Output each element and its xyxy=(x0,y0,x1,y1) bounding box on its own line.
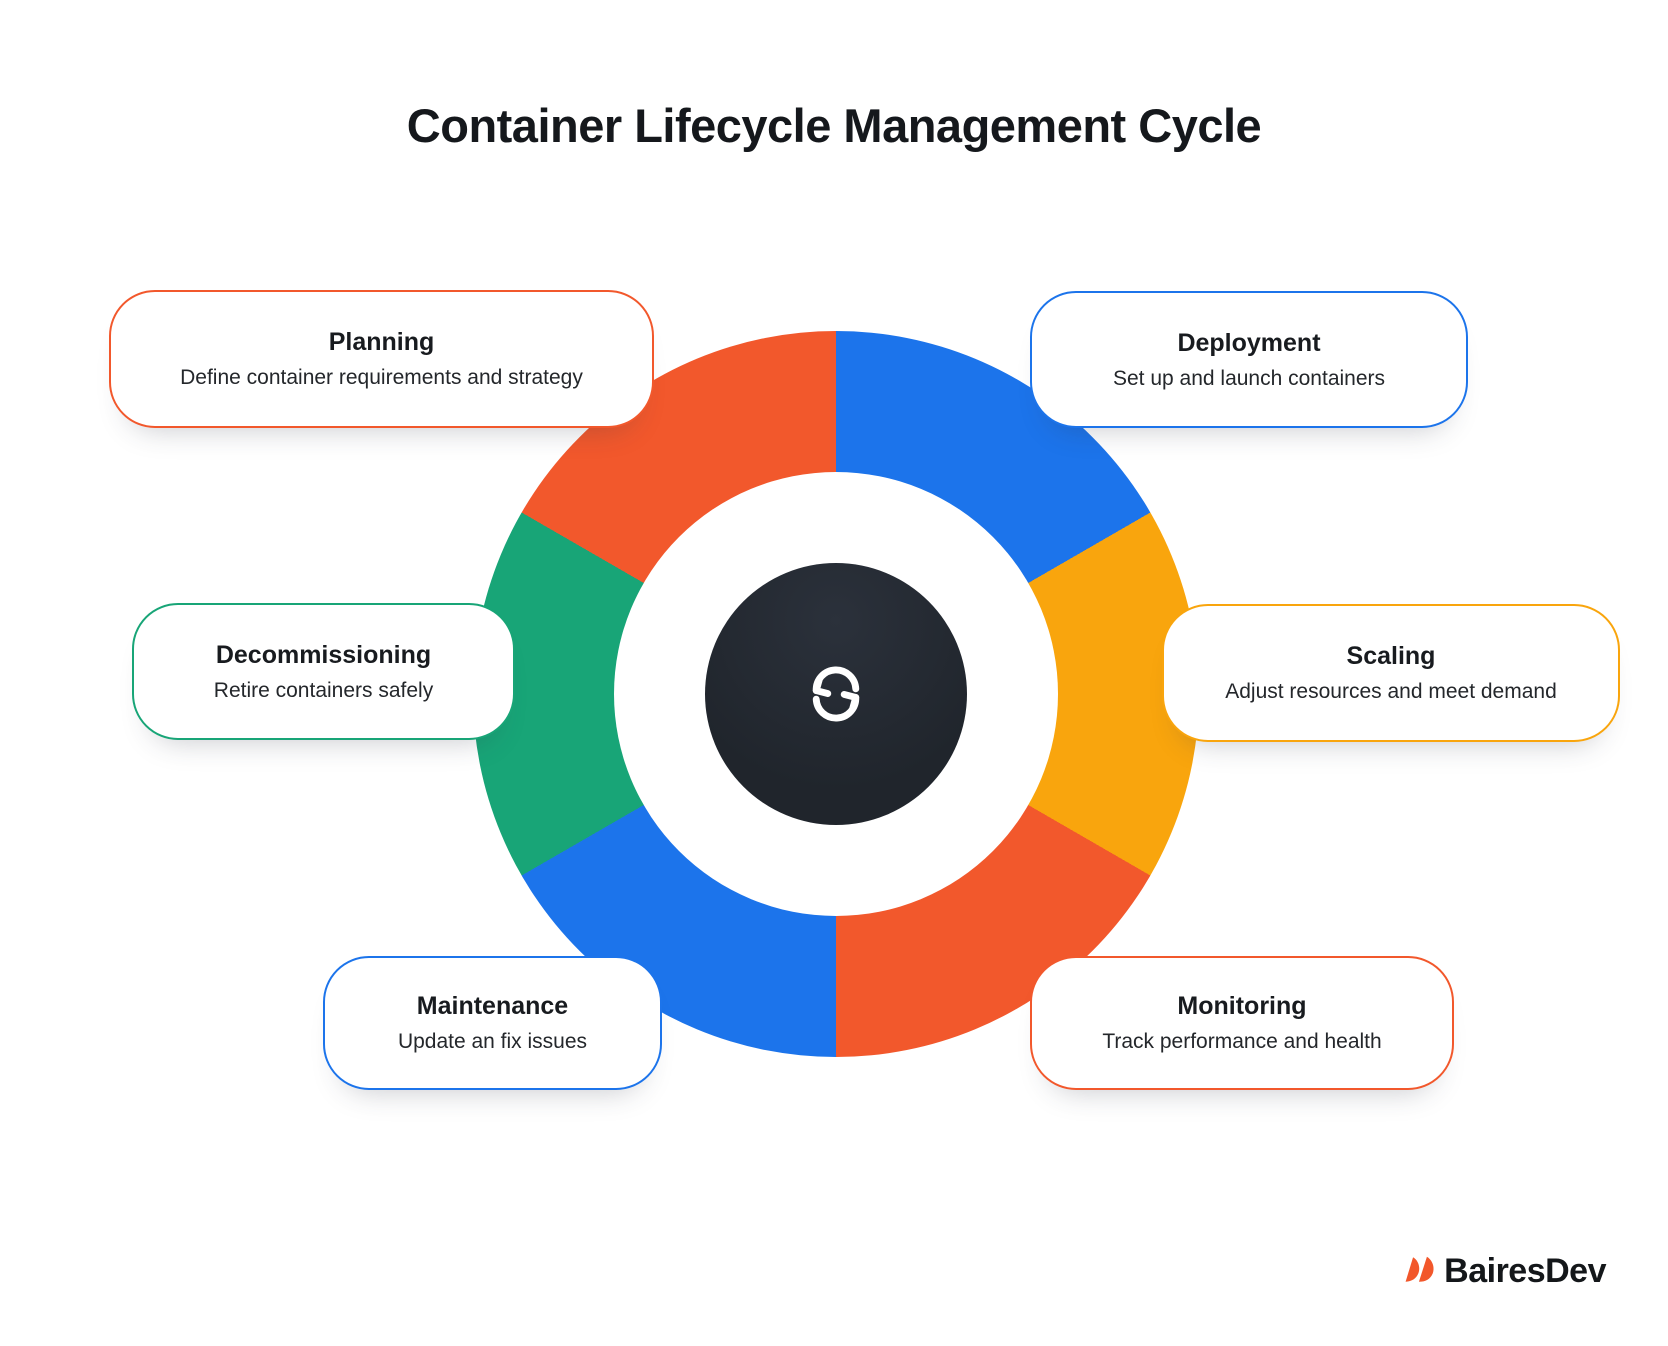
card-title: Deployment xyxy=(1177,328,1321,357)
card-description: Define container requirements and strate… xyxy=(180,366,583,389)
card-title: Monitoring xyxy=(1177,992,1307,1020)
card-description: Adjust resources and meet demand xyxy=(1225,680,1557,703)
brand-name: BairesDev xyxy=(1444,1252,1606,1290)
page-title: Container Lifecycle Management Cycle xyxy=(406,99,1262,152)
card-title: Scaling xyxy=(1346,642,1436,670)
card-description: Track performance and health xyxy=(1102,1030,1382,1053)
card-title: Planning xyxy=(328,328,435,356)
card-description: Update an fix issues xyxy=(397,1030,588,1053)
card-planning: Planning Define container requirements a… xyxy=(109,290,654,428)
card-decommissioning: Decommissioning Retire containers safely xyxy=(132,603,515,740)
card-deployment: Deployment Set up and launch containers xyxy=(1030,291,1468,428)
card-description: Set up and launch containers xyxy=(1112,366,1386,390)
card-description: Retire containers safely xyxy=(213,678,434,702)
card-title: Decommissioning xyxy=(215,640,432,669)
cycle-hub xyxy=(705,563,967,825)
sync-arrows-icon xyxy=(793,651,879,737)
card-maintenance: Maintenance Update an fix issues xyxy=(323,956,662,1090)
brand-logo: BairesDev xyxy=(1404,1252,1606,1291)
bairesdev-petals-icon xyxy=(1404,1256,1436,1288)
card-title: Maintenance xyxy=(416,992,569,1020)
card-monitoring: Monitoring Track performance and health xyxy=(1030,956,1454,1090)
card-scaling: Scaling Adjust resources and meet demand xyxy=(1162,604,1620,742)
